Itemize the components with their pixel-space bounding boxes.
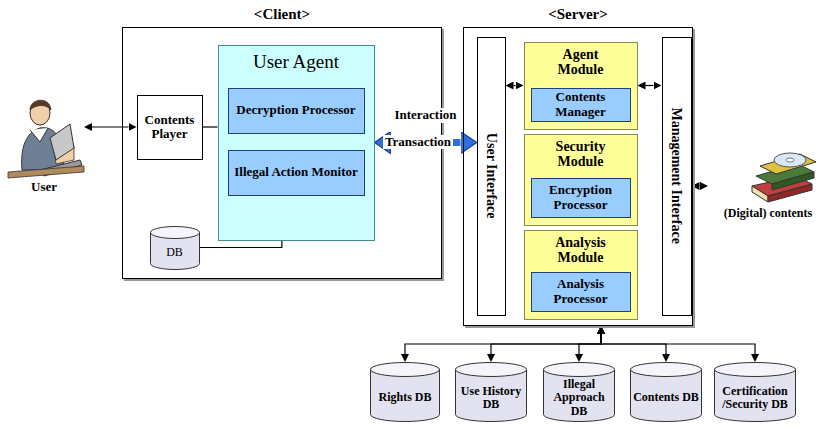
node-label: Decryption Processor [236,103,355,117]
node-label: DB [166,246,183,259]
node-label: Illegal Approach DB [545,378,613,418]
book [760,154,816,174]
contents-figure [752,153,816,202]
user-head [30,101,50,125]
node-label: <Server> [464,6,692,23]
book-spine [772,172,814,190]
connector [601,334,755,354]
connector [405,334,601,354]
database-cylinder: DB [150,226,200,270]
contents-source: (Digital) contents [708,150,828,222]
node-label: (Digital) contents [724,207,812,220]
book-pages [752,186,768,202]
node-label: User Interface [483,133,498,219]
process-box: Decryption Processor [228,88,365,134]
node-label: Analysis Processor [534,277,628,306]
disc-hole [786,158,794,162]
node-label: Management Interface [669,108,684,244]
connector [699,185,701,186]
user-collar [30,128,48,142]
node-label: Analysis Module [548,235,614,266]
edge-label: Interaction [392,108,458,122]
connector [491,334,601,354]
process-box: Encryption Processor [531,178,631,218]
cylinder-top [544,363,615,377]
interface-bar: Management Interface [662,37,692,316]
process-box: Analysis Processor [531,272,631,312]
node-label: Use History DB [457,385,525,411]
node-label: Encryption Processor [534,183,628,212]
node-label: Contents Player [140,113,200,142]
agent-panel: User AgentDecryption ProcessorIllegal Ac… [218,45,375,241]
database-cylinder: Contents DB [630,362,702,422]
cylinder-top [150,226,199,238]
desk [8,166,84,178]
connector [646,85,654,86]
node-label: Contents Manager [534,90,628,119]
connector [200,241,282,248]
module-box: Security ModuleEncryption Processor [524,134,638,226]
node-label: Security Module [548,139,614,170]
node-label: <Client> [123,6,441,23]
cylinder-top [456,363,527,377]
player-box: Contents Player [137,95,203,160]
edge-label: Transaction [383,135,453,149]
connector [579,334,601,354]
connector [92,126,129,127]
cylinder-top [631,363,702,377]
node-label: Illegal Action Monitor [234,165,358,179]
server-frame: <Server>User InterfaceAgent ModuleConten… [463,27,693,326]
disc [774,153,806,167]
process-box: Illegal Action Monitor [228,150,365,196]
node-label: Certification /Security DB [716,385,794,411]
database-cylinder: Rights DB [370,362,440,422]
node-label: Contents DB [633,391,699,404]
module-box: Agent ModuleContents Manager [524,42,638,130]
node-label: User Agent [253,52,339,73]
interface-bar: User Interface [477,37,506,316]
node-label: Agent Module [548,47,614,78]
database-cylinder: Illegal Approach DB [543,362,615,422]
database-cylinder: Certification /Security DB [714,362,796,422]
module-box: Analysis ModuleAnalysis Processor [524,230,638,320]
transaction-arrow [391,139,461,146]
connector [514,85,516,86]
cylinder-top [371,363,440,377]
database-cylinder: Use History DB [455,362,527,422]
laptop-screen [50,124,74,160]
cylinder-top [715,363,796,377]
user-hair [30,100,51,110]
connector [203,126,218,127]
node-label: User [31,180,57,194]
user-figure [8,100,84,178]
client-frame: <Client>Contents PlayerUser AgentDecrypt… [122,27,442,279]
process-box: Contents Manager [531,88,631,122]
user-actor: User [4,92,84,196]
node-label: Rights DB [378,391,431,404]
